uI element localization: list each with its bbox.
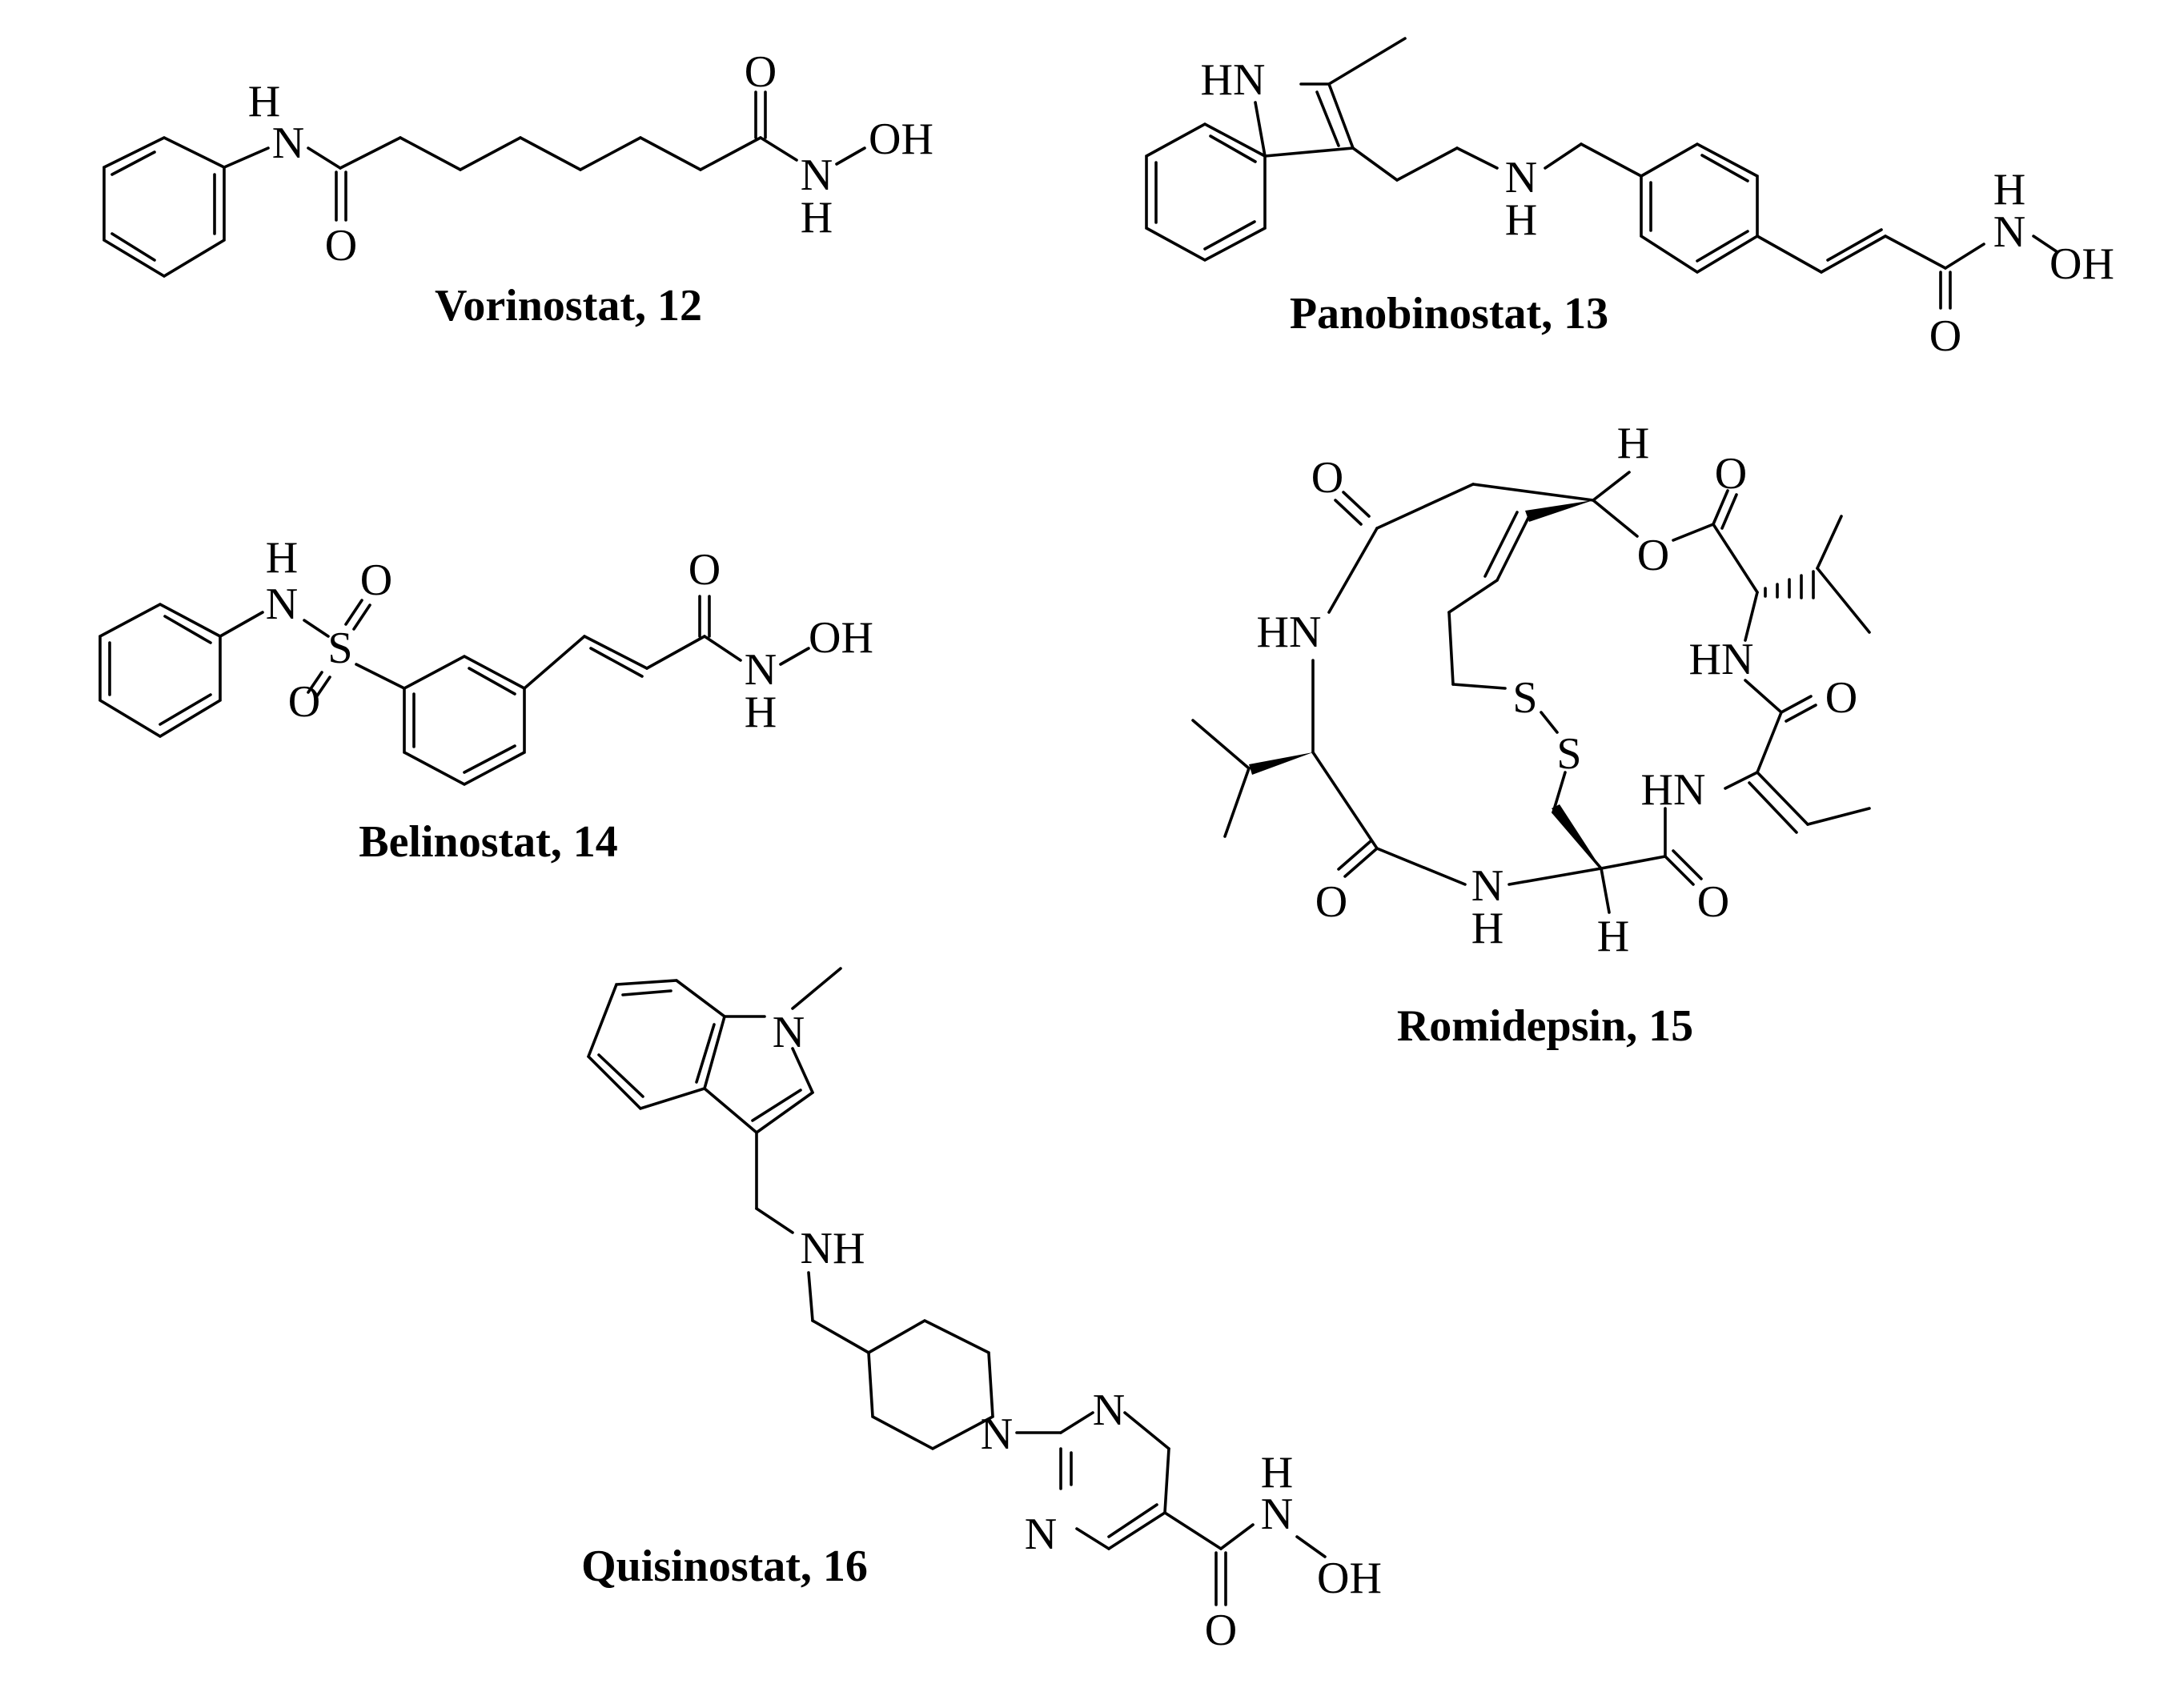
atom-n: N: [1471, 861, 1504, 911]
atom-h: H: [1505, 195, 1537, 245]
atom-o: O: [689, 545, 721, 595]
atom-o: O: [360, 555, 392, 605]
atom-hn: HN: [1257, 607, 1322, 657]
atom-h: H: [1597, 912, 1629, 961]
wedge-bond: [1249, 752, 1313, 775]
atom-h: H: [1617, 419, 1649, 468]
atom-o: O: [745, 47, 777, 97]
atom-oh: OH: [2050, 239, 2114, 289]
atom-o: O: [1205, 1606, 1237, 1655]
atom-oh: OH: [1317, 1554, 1382, 1603]
atom-n: N: [1025, 1510, 1057, 1559]
atom-n: N: [1093, 1385, 1125, 1435]
atom-h: H: [1993, 165, 2025, 215]
atom-s: S: [1556, 729, 1581, 779]
compound-caption: Quisinostat, 16: [581, 1542, 868, 1591]
atom-h: H: [1471, 904, 1504, 953]
compound-caption: Belinostat, 14: [359, 817, 618, 867]
atom-hn: HN: [1689, 635, 1754, 684]
atom-o: O: [1315, 877, 1347, 927]
atom-o: O: [1637, 531, 1669, 580]
structure-romidepsin: O H O O HN HN O S S HN O N H H O Romidep…: [1191, 419, 1871, 1051]
structure-vorinostat: H N O O N H OH Vorinostat, 12: [102, 47, 933, 331]
atom-hn: HN: [1201, 55, 1266, 105]
atom-n: N: [773, 1008, 805, 1057]
atom-n: N: [272, 118, 304, 168]
atom-h: H: [801, 193, 833, 243]
atom-n: N: [1993, 207, 2025, 257]
atom-o: O: [288, 677, 320, 727]
atom-o: O: [1697, 877, 1729, 927]
atom-s: S: [1512, 673, 1537, 723]
atom-o: O: [325, 221, 357, 271]
atom-o: O: [1311, 453, 1343, 503]
hashed-bond: [1764, 570, 1815, 599]
atom-nh: NH: [801, 1224, 865, 1273]
atom-s: S: [327, 623, 352, 673]
atom-n: N: [266, 579, 298, 629]
compound-caption: Panobinostat, 13: [1290, 289, 1608, 339]
compound-caption: Romidepsin, 15: [1397, 1001, 1693, 1051]
structure-panobinostat: HN N H H N OH O Panobinostat, 13: [1145, 37, 2114, 361]
atom-h: H: [248, 77, 280, 126]
atom-o: O: [1825, 673, 1857, 723]
atom-h: H: [1261, 1448, 1293, 1498]
compound-caption: Vorinostat, 12: [435, 281, 702, 331]
structure-belinostat: H N S O O O N H OH Belinostat, 14: [98, 533, 873, 867]
atom-oh: OH: [809, 613, 873, 663]
atom-h: H: [745, 688, 777, 737]
atom-hn: HN: [1641, 765, 1706, 815]
atom-o: O: [1715, 449, 1747, 499]
atom-oh: OH: [869, 114, 933, 164]
atom-h: H: [266, 533, 298, 583]
atom-n: N: [1261, 1489, 1293, 1539]
atom-o: O: [1929, 311, 1961, 361]
wedge-bond: [1552, 804, 1601, 868]
structure-quisinostat: N NH N N N H N OH O Quisinostat, 16: [581, 967, 1382, 1655]
wedge-bond: [1525, 500, 1593, 522]
atom-n: N: [745, 645, 777, 695]
atom-n: N: [981, 1409, 1013, 1459]
atom-n: N: [801, 150, 833, 200]
atom-n: N: [1505, 153, 1537, 202]
